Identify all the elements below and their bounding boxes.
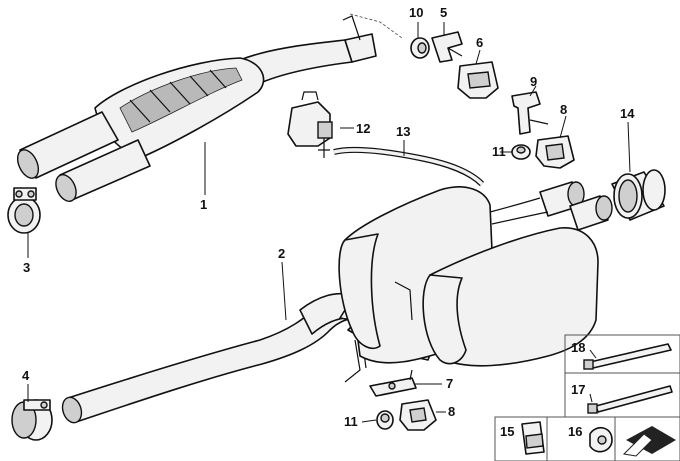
callout-2: 2 [278, 246, 285, 261]
front-pipe-catalytic-converter[interactable] [14, 13, 403, 204]
hanger-bracket-9[interactable] [511, 91, 549, 135]
callout-4: 4 [22, 368, 30, 383]
leader-lines [27, 22, 631, 423]
callout-11-upper: 11 [492, 144, 506, 159]
callout-13: 13 [396, 124, 410, 139]
hanger-bracket-7[interactable] [369, 369, 417, 397]
callout-10: 10 [409, 5, 423, 20]
hardware-kit-panel [494, 334, 680, 461]
vacuum-hose-13[interactable] [333, 147, 485, 187]
callout-8-upper: 8 [560, 102, 567, 117]
callout-12: 12 [356, 121, 370, 136]
arrow-icon [622, 426, 676, 457]
callout-5: 5 [440, 5, 447, 20]
grommet-11-lower[interactable] [376, 410, 394, 430]
rear-silencer-mufflers[interactable] [338, 181, 613, 367]
grommet-10[interactable] [410, 37, 430, 59]
callout-16: 16 [568, 424, 582, 439]
callout-1: 1 [200, 197, 207, 212]
vacuum-actuator-12[interactable] [287, 91, 333, 158]
pipe-clamp-front[interactable] [7, 187, 41, 234]
pipe-clamp-rear[interactable] [11, 399, 53, 441]
callout-17: 17 [571, 382, 585, 397]
hanger-bracket-5[interactable] [431, 31, 463, 63]
callout-8-lower: 8 [448, 404, 455, 419]
callout-18: 18 [571, 340, 585, 355]
clip-16[interactable] [589, 427, 613, 453]
callout-3: 3 [23, 260, 30, 275]
cable-tie-17[interactable] [587, 385, 673, 414]
callout-15: 15 [500, 424, 514, 439]
callout-11-lower: 11 [344, 414, 358, 429]
callout-6: 6 [476, 35, 483, 50]
clip-15[interactable] [521, 421, 545, 455]
callout-9: 9 [530, 74, 537, 89]
rubber-mount-8-lower[interactable] [399, 399, 437, 431]
rubber-mount-8-upper[interactable] [535, 135, 575, 169]
grommet-11-upper[interactable] [511, 144, 531, 160]
tailpipe-trim-14[interactable] [611, 169, 666, 221]
callout-7: 7 [446, 376, 453, 391]
callout-14: 14 [620, 106, 635, 121]
callout-labels: 1 2 3 4 5 6 7 8 8 9 10 11 11 12 13 14 15… [22, 5, 635, 439]
rubber-mount-6[interactable] [457, 61, 499, 99]
cable-tie-18[interactable] [583, 343, 672, 370]
